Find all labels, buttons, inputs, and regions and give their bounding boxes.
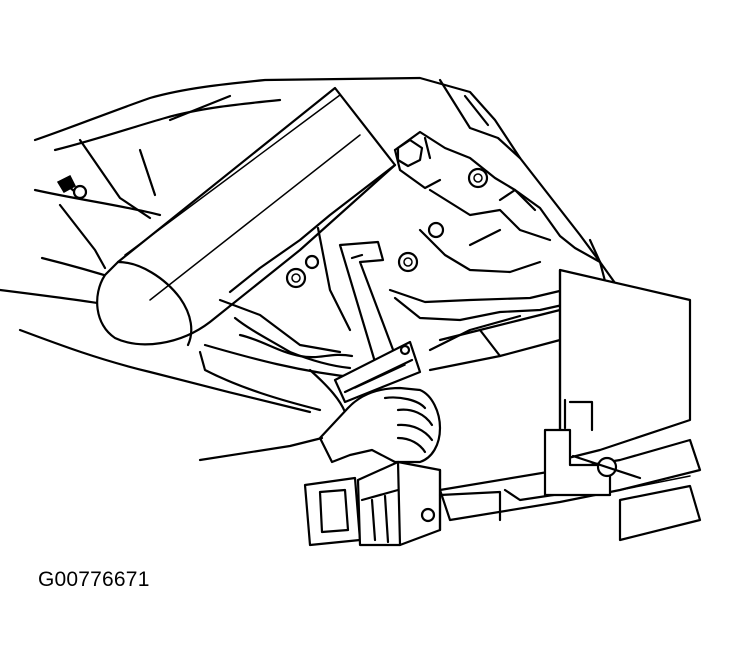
support-bracket bbox=[438, 268, 702, 542]
figure-id-label: G00776671 bbox=[38, 568, 150, 591]
bolt-head bbox=[467, 167, 489, 189]
bolt-head bbox=[427, 221, 445, 239]
exhaust-pipe bbox=[96, 86, 397, 347]
bolt-head bbox=[304, 254, 320, 270]
technician-hand bbox=[198, 386, 442, 464]
body-bolt bbox=[56, 174, 88, 200]
bolt-head bbox=[285, 267, 307, 289]
bolt-head bbox=[396, 138, 424, 168]
bolt-head bbox=[420, 507, 436, 523]
transmission-case bbox=[218, 130, 642, 370]
vehicle-underbody bbox=[0, 76, 602, 414]
bolt-head bbox=[397, 251, 419, 273]
lifting-stand bbox=[303, 460, 502, 547]
angle-gauge-tool bbox=[333, 240, 422, 404]
